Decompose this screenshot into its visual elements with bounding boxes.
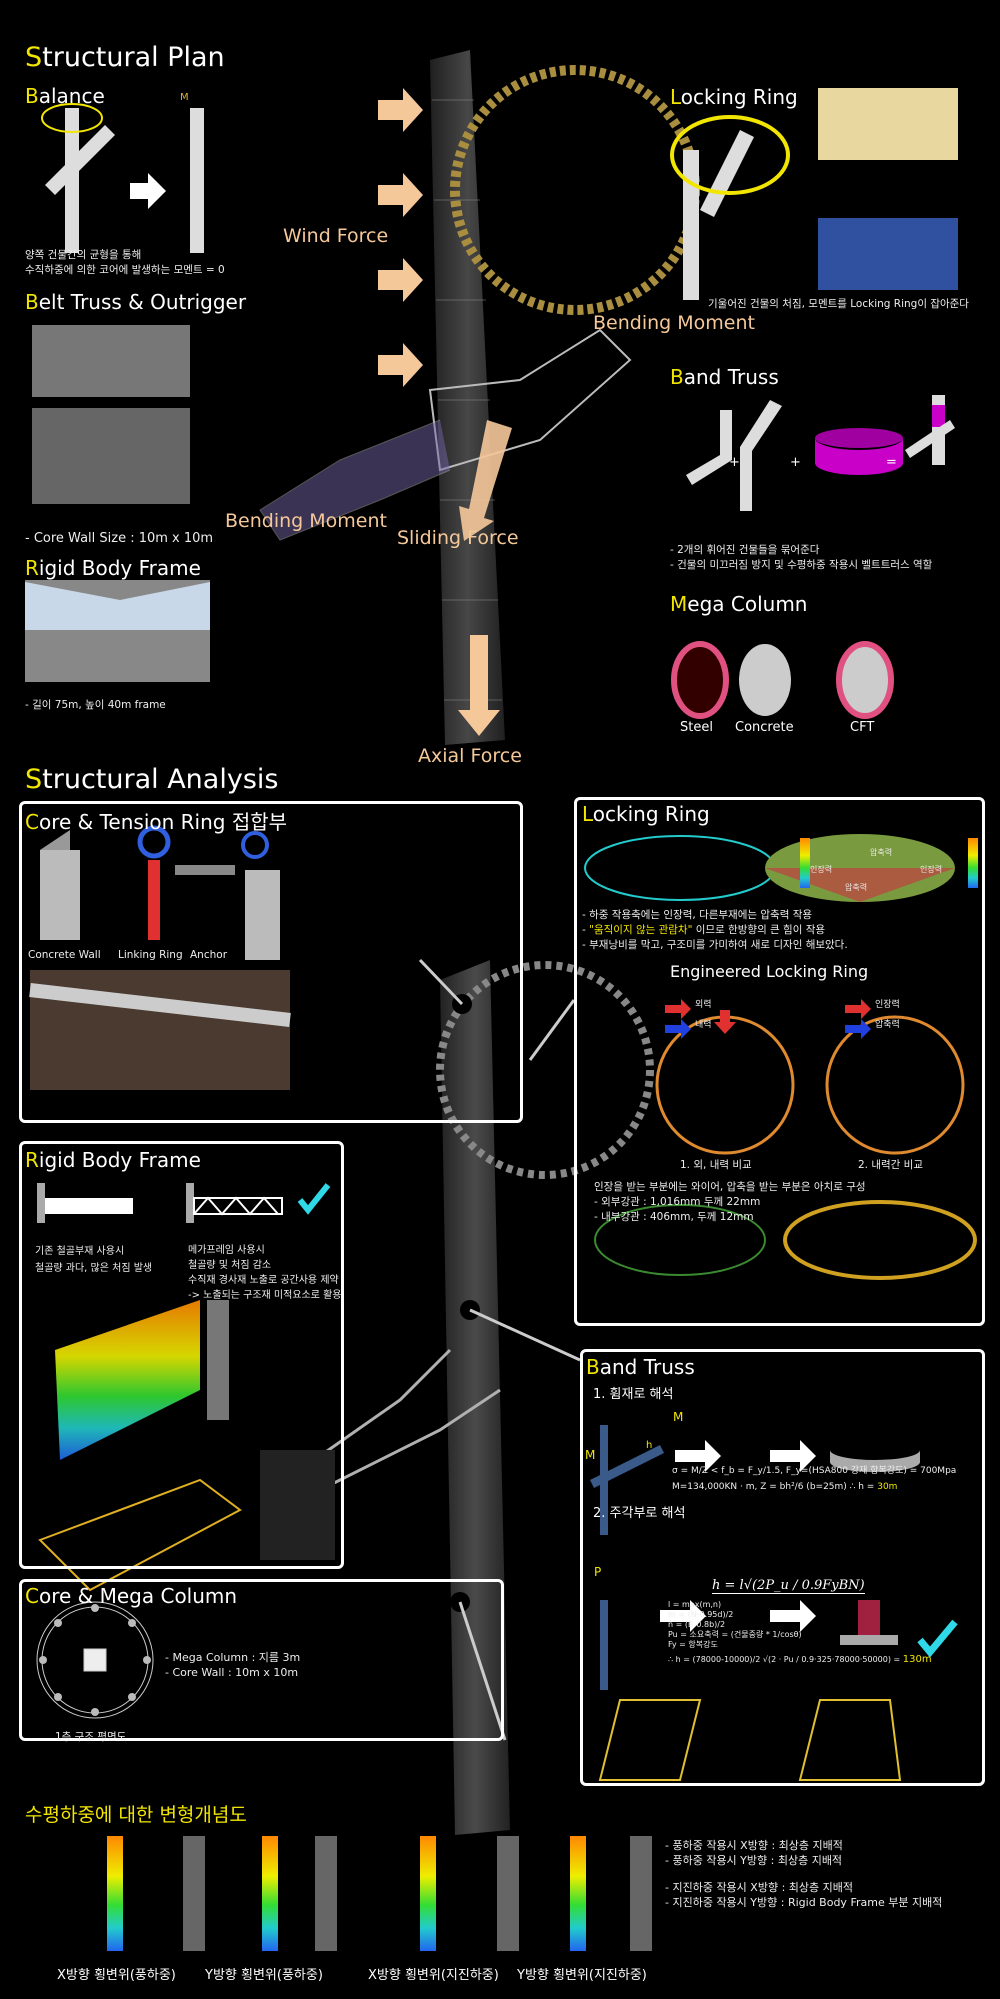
- equation-2: M=134,000KN · m, Z = bh²/6 (b=25m) ∴ h =…: [672, 1482, 898, 1492]
- locking-ring-note: 기울어진 건물의 처짐, 모멘트를 Locking Ring이 잡아준다: [708, 298, 969, 310]
- equation-3: h = l√(2P_u / 0.9FyBN): [712, 1578, 865, 1594]
- tension-ring-panel: [19, 801, 523, 1123]
- deformation-notes: - 풍하중 작용시 X방향 : 최상층 지배적- 풍하중 작용시 Y방향 : 최…: [665, 1839, 943, 1909]
- legend-external-force: 외력: [695, 1000, 712, 1010]
- equation-4: ∴ h = (78000-10000)/2 √(2 · Pu / 0.9·325…: [668, 1654, 932, 1665]
- legend-internal-force: 내력: [695, 1020, 712, 1030]
- balance-heading: Balance: [25, 84, 105, 108]
- moment-label: M: [180, 92, 189, 103]
- height-label: h: [646, 1440, 653, 1451]
- balance-diagram: [41, 103, 204, 253]
- rigid-body-analysis-heading: Rigid Body Frame: [25, 1148, 201, 1172]
- step2-label: 2. 주각부로 해석: [593, 1506, 686, 1521]
- concrete-label: Concrete: [735, 720, 794, 735]
- locking-ring-panel: [574, 797, 985, 1326]
- steel-label: Steel: [680, 720, 713, 735]
- locking-ring-analysis-heading: Locking Ring: [582, 802, 710, 826]
- band-truss-heading: Band Truss: [670, 365, 779, 389]
- cft-label: CFT: [850, 720, 875, 735]
- structural-analysis-title: Structural Analysis: [25, 764, 279, 795]
- caption-x-wind: X방향 횡변위(풍하중): [57, 1968, 176, 1983]
- moment-label: M: [585, 1448, 596, 1462]
- rigid-body-note: - 길이 75m, 높이 40m frame: [25, 699, 166, 711]
- fea-label: 인장력: [810, 865, 833, 874]
- plan-caption: 1층 구조 평면도: [55, 1731, 127, 1743]
- band-truss-fea: [590, 1425, 958, 1781]
- plus-sign: +: [729, 455, 740, 470]
- concrete-wall-label: Concrete Wall: [28, 949, 101, 961]
- core-mega-notes: - Mega Column : 지름 3m- Core Wall : 10m x…: [165, 1651, 301, 1679]
- linking-ring-label: Linking Ring: [118, 949, 183, 961]
- locking-ring-fea: [584, 834, 978, 1280]
- fea-label: 압축력: [870, 848, 893, 857]
- locking-ring-notes: - 하중 작용축에는 인장력, 다른부재에는 압축력 작용- "움직이지 않는 …: [582, 909, 848, 951]
- core-plan-diagram: [36, 1601, 154, 1719]
- rigid-body-panel: [19, 1141, 344, 1569]
- legend-compression: 압축력: [875, 1020, 900, 1030]
- mega-column-diagram: [671, 641, 894, 719]
- locking-ring-heading: Locking Ring: [670, 85, 798, 109]
- equals-sign: =: [886, 455, 897, 470]
- wind-force-label: Wind Force: [283, 225, 389, 247]
- fea-label: 인장력: [920, 865, 943, 874]
- caption-y-seismic: Y방향 횡변위(지진하중): [517, 1968, 647, 1983]
- fea-label: 압축력: [845, 883, 868, 892]
- core-wall-note: - Core Wall Size : 10m x 10m: [25, 531, 214, 546]
- locking-ring-diagram: [670, 88, 958, 300]
- plus-sign: +: [790, 455, 801, 470]
- caption-x-seismic: X방향 횡변위(지진하중): [368, 1968, 499, 1983]
- core-mega-heading: Core & Mega Column: [25, 1584, 238, 1608]
- structural-plan-title: Structural Plan: [25, 42, 225, 73]
- belt-truss-heading: Belt Truss & Outrigger: [25, 290, 247, 314]
- deformation-charts: [107, 1836, 652, 1951]
- band-truss-diagram: [686, 395, 955, 511]
- tension-ring-heading: Core & Tension Ring 접합부: [25, 810, 288, 834]
- axial-force-label: Axial Force: [418, 745, 522, 767]
- equation-1: σ = M/Z < f_b = F_y/1.5, F_y=(HSA800 강재 …: [672, 1466, 957, 1476]
- band-truss-panel: [580, 1349, 985, 1786]
- engineered-locking-ring-title: Engineered Locking Ring: [670, 962, 869, 981]
- caption-comparison-2: 2. 내력간 비교: [858, 1159, 923, 1171]
- wind-arrows: [378, 88, 512, 736]
- locking-ring-detail: 인장을 받는 부분에는 와이어, 압축을 받는 부분은 아치로 구성- 외부강관…: [594, 1181, 866, 1223]
- anchor-label: Anchor: [190, 949, 228, 961]
- caption-comparison-1: 1. 외, 내력 비교: [680, 1159, 752, 1171]
- mega-column-heading: Mega Column: [670, 592, 808, 616]
- rigid-body-heading: Rigid Body Frame: [25, 556, 201, 580]
- deformation-title: 수평하중에 대한 변형개념도: [25, 1804, 247, 1826]
- legend-tension: 인장력: [875, 1000, 900, 1010]
- tension-ring-diagram: [29, 825, 291, 1090]
- core-mega-panel: [19, 1579, 504, 1741]
- moment-label: M: [673, 1410, 684, 1424]
- analysis-tower: [297, 958, 654, 1835]
- band-truss-analysis-heading: Band Truss: [586, 1355, 695, 1379]
- bending-moment-label-right: Bending Moment: [593, 312, 755, 334]
- bending-moment-label-left: Bending Moment: [225, 510, 387, 532]
- sliding-force-label: Sliding Force: [397, 527, 519, 549]
- caption-y-wind: Y방향 횡변위(풍하중): [205, 1968, 323, 1983]
- load-label: P: [594, 1565, 602, 1579]
- step1-label: 1. 휨재로 해석: [593, 1387, 674, 1402]
- rigid-frame-diagram: [37, 1183, 335, 1592]
- band-truss-note: - 2개의 휘어진 건물들을 묶어준다- 건물의 미끄러짐 방지 및 수평하중 …: [670, 544, 933, 571]
